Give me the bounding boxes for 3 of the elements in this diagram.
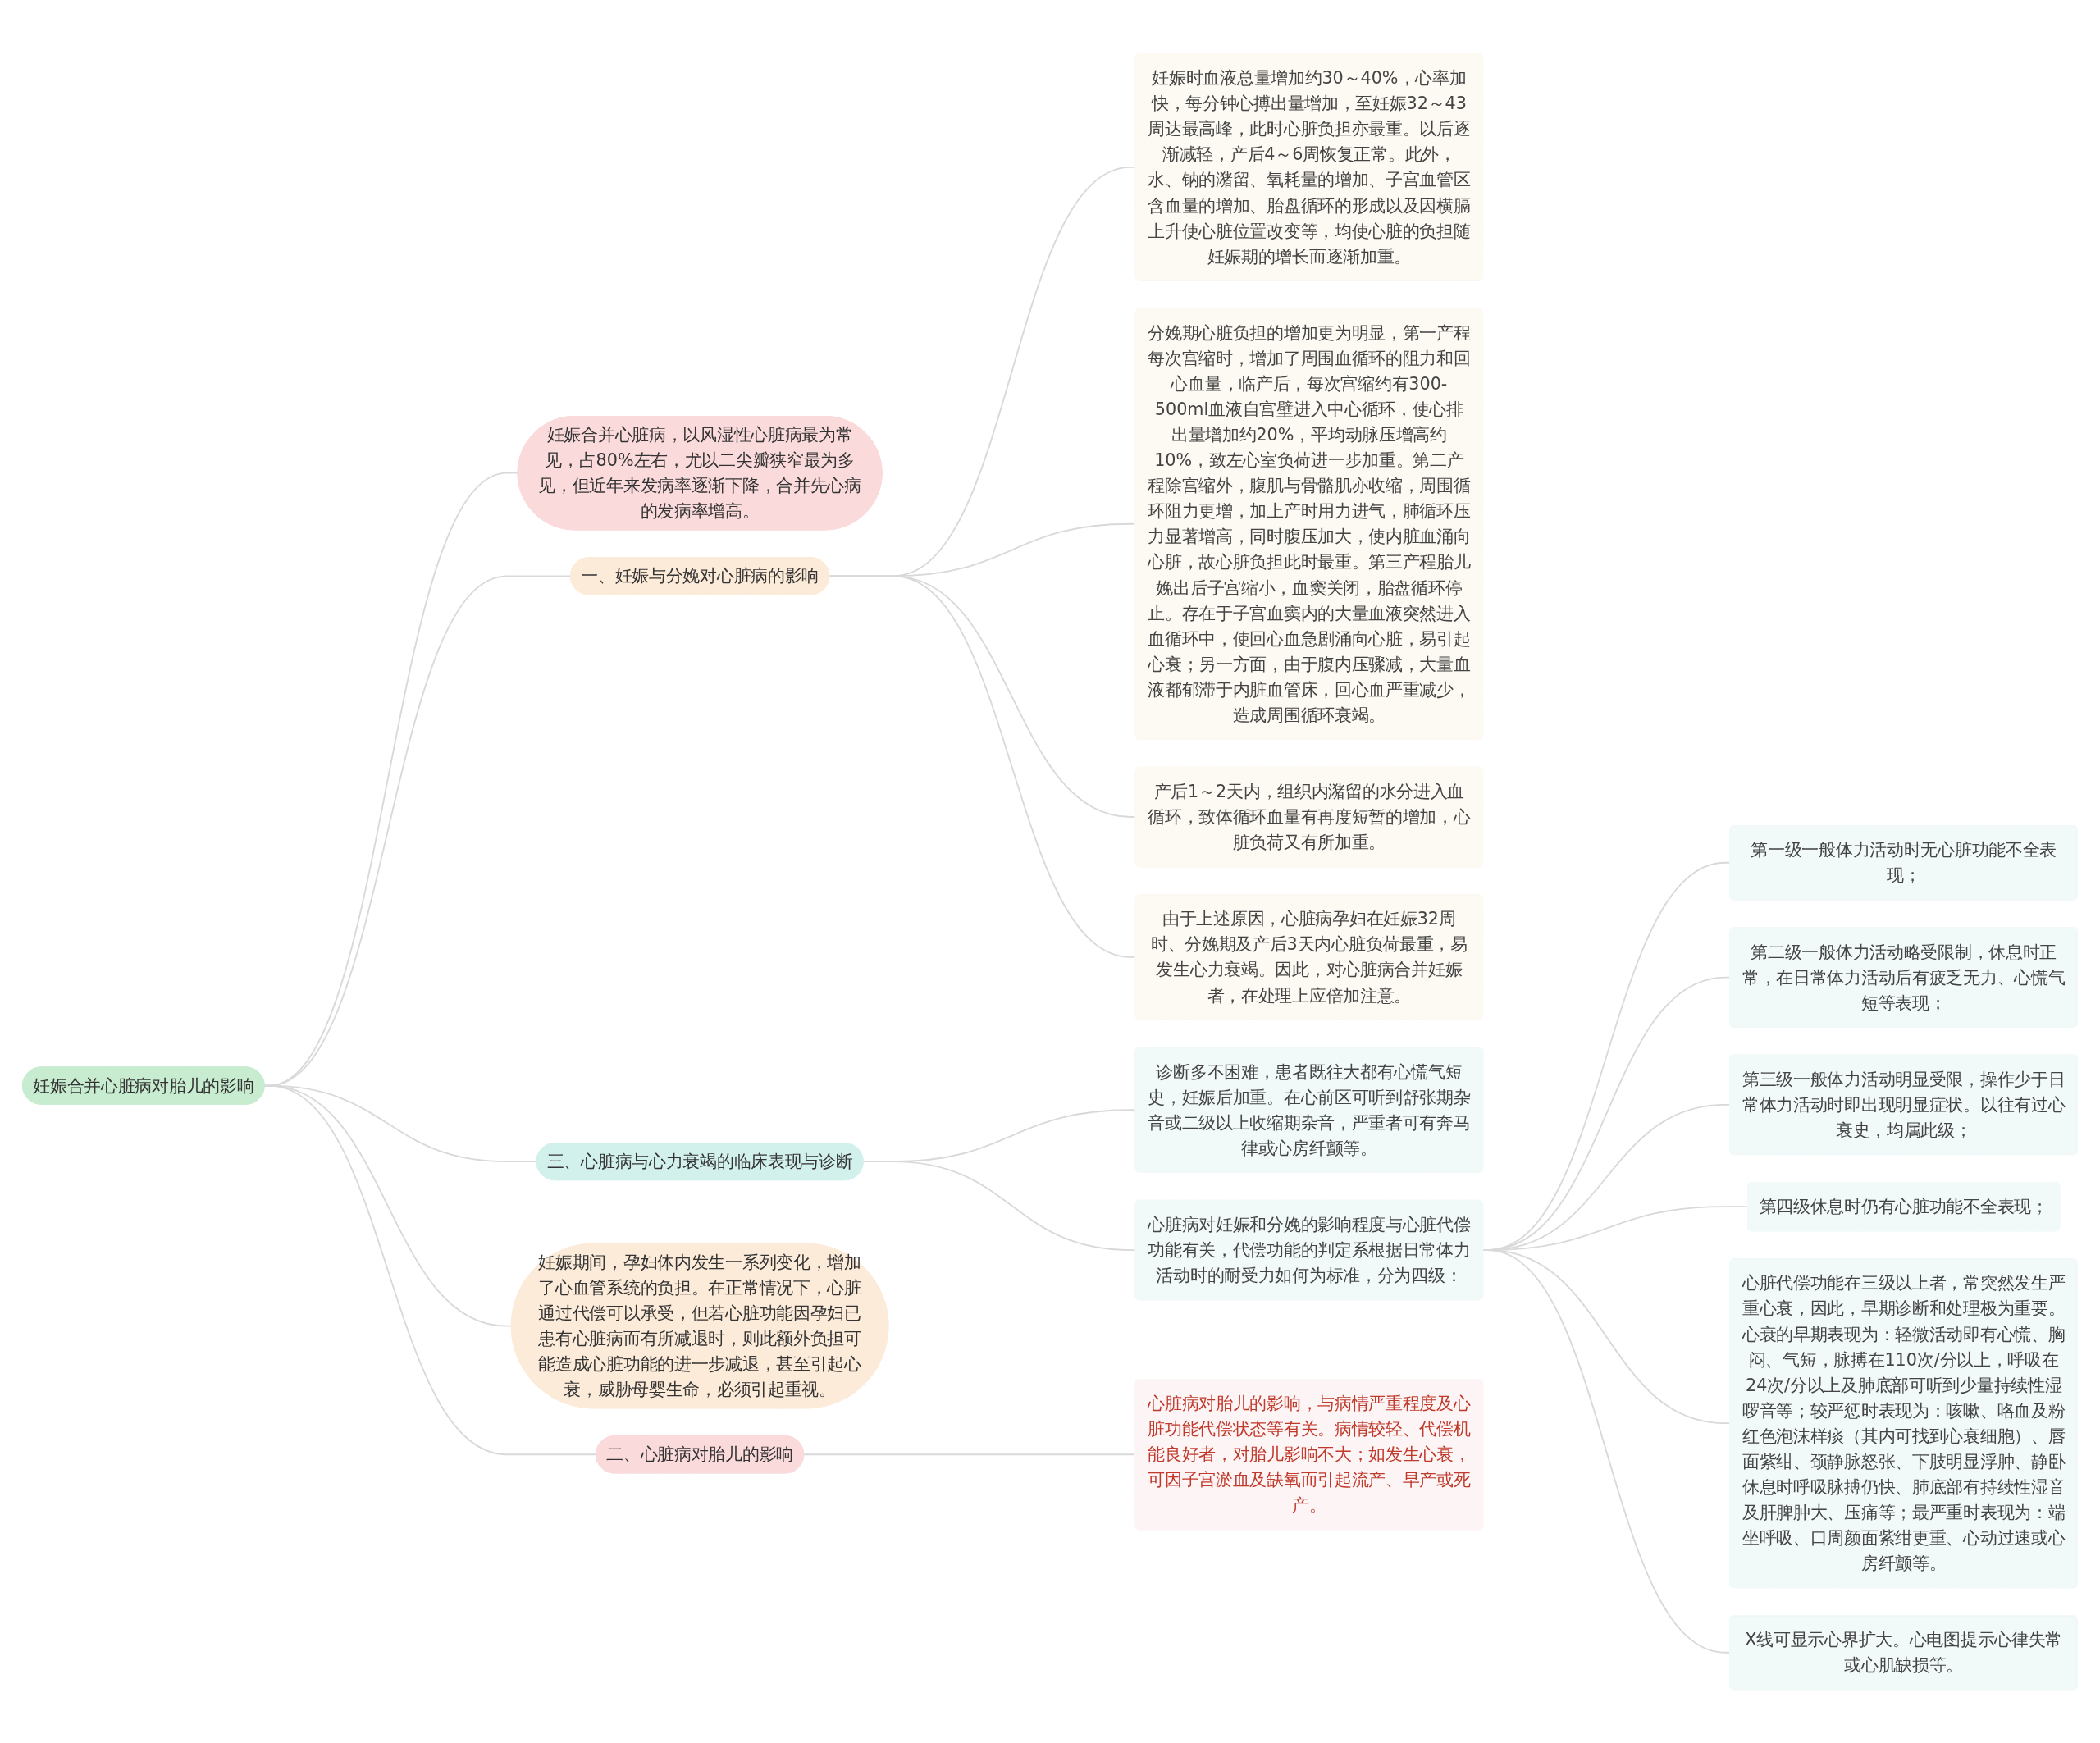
- connector: [802, 1453, 1136, 1455]
- connector: [862, 1160, 1136, 1251]
- mind-map-diagram: 妊娠合并心脏病对胎儿的影响 妊娠合并心脏病，以风湿性心脏病最为常见，占80%左右，尤以二尖瓣狭窄最为多见，但近年来发病率逐渐下降，合并先心病的发病率增高。 一、妊娠与分娩对心脏病的影响 妊娠时血液总量增加约30～40%，心率加快，每分钟心搏出量增加，至妊娠32～43周达最高峰，此时心脏负担亦最重。以后逐渐减轻，产后4～6周恢复正常。此外，水、钠的潴留、氧耗量的增加、子宫血管区含血量的增加、胎盘循环的形成以及因横膈上升使心脏位置改变等，均使心脏的负担随妊娠期的增长而逐渐加重。 分娩期心脏负担的增加更为明显，第一产程每次宫缩时，增加了周围血循环的阻力和回心血量，临产后，每次宫缩约有300-500ml血液自宫壁进入中心循环，使心排出量增加约20%，平均动脉压增高约10%，致左心室负荷进一步加重。第二产程除宫缩外，腹肌与骨骼肌亦收缩，周围循环阻力更增，加上产时用力进气，肺循环压力显著增高，同时腹压加大，使内脏血涌向心脏，故心脏负担此时最重。第三产程胎儿娩出后子宫缩小，血窦关闭，胎盘循环停止。存在于子宫血窦内的大量血液突然进入血循环中，使回心血急剧涌向心脏，易引起心衰；另一方面，由于腹内压骤减，大量血液都郁滞于内脏血管床，回心血严重减少，造成周围循环衰竭。 产后1～2天内，组织内潴留的水分进入血循环，致体循环血量有再度短暂的增加，心脏负荷又有所加重。 由于上述原因，心脏病孕妇在妊娠32周时、分娩期及产后3天内心脏负荷最重，易发生心力衰竭。因此，对心脏病合并妊娠者，在处理上应倍加注意。 三、心脏病与心力衰竭的临床表现与诊断 诊断多不困难，患者既往大都有心慌气短史，妊娠后加重。在心前区可听到舒张期杂音或二级以上收缩期杂音，严重者可有奔马律或心房纤颤等。 心脏病对妊娠和分娩的影响程度与心脏代偿功能有关，代偿功能的判定系根据日常体力活动时的耐受力如何为标准，分为四级： 第一级一般体力活动时无心脏功能不全表现； 第二级一般体力活动略受限制，休息时正常，在日常体力活动后有疲乏无力、心慌气短等表现； 第三级一般体力活动明显受限，操作少于日常体力活动时即出现明显症状。以往有过心衰史，均属此级； 第四级休息时仍有心脏功能不全表现； 心脏代偿功能在三级以上者，常突然发生严重心衰，因此，早期诊断和处理极为重要。心衰的早期表现为：轻微活动即有心慌、胸闷、气短，脉搏在110次/分以上，呼吸在24次/分以上及肺底部可听到少量持续性湿啰音等；较严惩时表现为：咳嗽、咯血及粉红色泡沫样痰（其内可找到心衰细胞）、唇面紫绀、颈静脉怒张、下肢明显浮肿、静卧休息时呼吸脉搏仍快、肺底部有持续性湿音及肝脾肿大、压痛等；最严重时表现为：端坐呼吸、口周颜面紫绀更重、心动过速或心房纤颤等。 X线可显示心界扩大。心电图提示心律失常或心肌缺损等。 妊娠期间，孕妇体内发生一系列变化，增加了心血管系统的负担。在正常情况下，心脏通过代偿可以承受，但若心脏功能因孕妇已患有心脏病而有所减退时，则此额外负担可能造成心脏功能的进一步减退，甚至引起心衰，威胁母婴生命，必须引起重视。 二、心脏病对胎儿的影响 心脏病对胎儿的影响，与病情严重程度及心脏功能代偿状态等有关。病情较轻、代偿机能良好者，对胎儿影响不大；如发生心衰，可因子宫淤血及缺氧而引起流产、早产或死产。: [16, 47, 2084, 1696]
